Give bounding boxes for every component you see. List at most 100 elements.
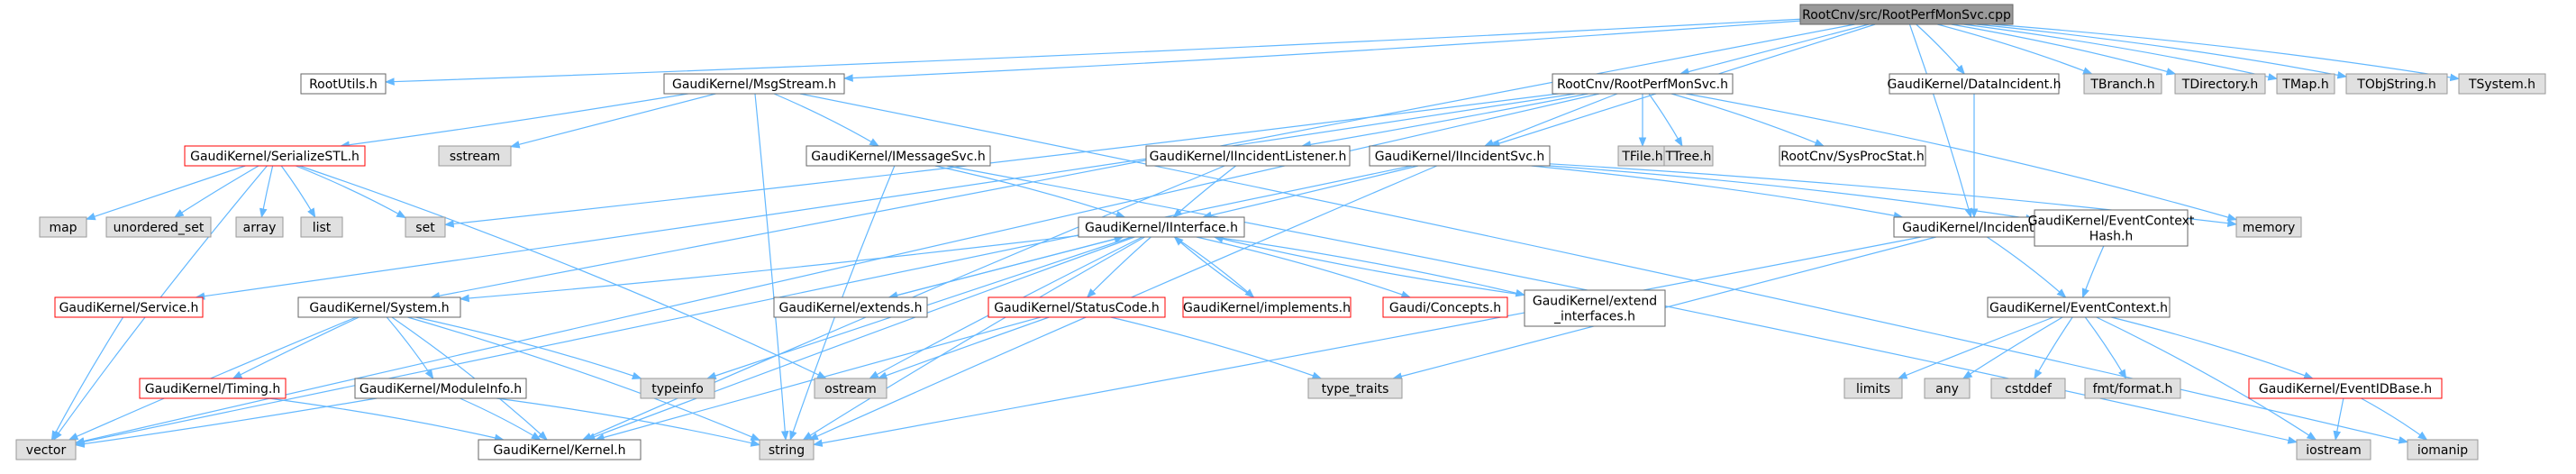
node-type_traits-label: type_traits bbox=[1322, 382, 1389, 397]
node-msgstream[interactable]: GaudiKernel/MsgStream.h bbox=[663, 73, 845, 95]
edge-statuscode-to-kernel bbox=[594, 316, 1042, 442]
node-iinterface[interactable]: GaudiKernel/IInterface.h bbox=[1078, 216, 1245, 238]
node-iostream-box bbox=[2296, 439, 2371, 460]
node-typeinfo-box bbox=[640, 378, 715, 399]
edge-perfmon-to-sysprocstat bbox=[1670, 93, 1825, 147]
node-unordered_set: unordered_set bbox=[105, 216, 212, 238]
node-tbranch: TBranch.h bbox=[2083, 73, 2162, 95]
edge-serializestl-to-unordered_set bbox=[174, 165, 259, 218]
edge-moduleinfo-to-string bbox=[496, 397, 761, 447]
node-tobjstring: TObjString.h bbox=[2345, 73, 2448, 95]
node-perfmon[interactable]: RootCnv/RootPerfMonSvc.h bbox=[1552, 73, 1734, 95]
edge-ectxhash-to-eventcontext bbox=[2081, 245, 2105, 299]
node-type_traits-box bbox=[1307, 378, 1403, 399]
edge-extends-to-iinterface bbox=[888, 235, 1124, 298]
edge-perfmon-to-ttree bbox=[1648, 93, 1683, 147]
node-map-label: map bbox=[49, 221, 77, 235]
node-eventidbase[interactable]: GaudiKernel/EventIDBase.h bbox=[2248, 378, 2443, 399]
node-perfmon-box bbox=[1552, 73, 1734, 95]
node-tobjstring-box bbox=[2345, 73, 2448, 95]
edge-iincidentsvc-to-incident bbox=[1531, 165, 1904, 220]
edge-root-to-rootutils bbox=[384, 18, 1801, 86]
node-imessagesvc[interactable]: GaudiKernel/IMessageSvc.h bbox=[806, 145, 991, 167]
edge-iincidentsvc-to-ectxhash bbox=[1549, 165, 2036, 223]
edge-iincidentlistener-to-iinterface bbox=[1172, 165, 1236, 218]
node-rootutils[interactable]: RootUtils.h bbox=[300, 73, 387, 95]
edge-eventcontext-to-fmtformat bbox=[2084, 316, 2127, 379]
node-extendifaces[interactable]: GaudiKernel/extend_interfaces.h bbox=[1524, 289, 1666, 327]
node-eventcontext-box bbox=[1987, 296, 2171, 318]
node-concepts[interactable]: Gaudi/Concepts.h bbox=[1382, 296, 1508, 318]
node-timing-label: GaudiKernel/Timing.h bbox=[145, 382, 280, 397]
node-timing[interactable]: GaudiKernel/Timing.h bbox=[139, 378, 287, 399]
node-string-box bbox=[759, 439, 815, 460]
node-tdirectory-label: TDirectory.h bbox=[2181, 77, 2258, 92]
node-rootutils-label: RootUtils.h bbox=[309, 77, 378, 92]
node-ttree-box bbox=[1663, 145, 1714, 167]
node-cstddef-label: cstddef bbox=[2005, 382, 2053, 397]
edge-eventidbase-to-iomanip bbox=[2361, 397, 2428, 441]
node-tsystem: TSystem.h bbox=[2458, 73, 2546, 95]
node-set: set bbox=[405, 216, 446, 238]
edge-root-to-tobjstring bbox=[1976, 23, 2348, 79]
node-array-label: array bbox=[243, 221, 277, 235]
edge-perfmon-to-memory bbox=[1685, 93, 2238, 222]
node-string-label: string bbox=[769, 443, 805, 458]
node-dataincident-label: GaudiKernel/DataIncident.h bbox=[1888, 77, 2062, 92]
edge-system-to-timing bbox=[232, 316, 360, 379]
node-sysprocstat[interactable]: RootCnv/SysProcStat.h bbox=[1779, 145, 1926, 167]
node-root-box bbox=[1799, 4, 2014, 25]
node-system[interactable]: GaudiKernel/System.h bbox=[297, 296, 461, 318]
node-serializestl[interactable]: GaudiKernel/SerializeSTL.h bbox=[184, 145, 366, 167]
node-eventcontext[interactable]: GaudiKernel/EventContext.h bbox=[1987, 296, 2171, 318]
edge-service-to-vector bbox=[50, 316, 124, 441]
node-iincidentsvc[interactable]: GaudiKernel/IIncidentSvc.h bbox=[1369, 145, 1551, 167]
edge-serializestl-to-array bbox=[259, 165, 274, 219]
edge-eventidbase-to-iostream bbox=[2333, 397, 2344, 442]
node-kernel[interactable]: GaudiKernel/Kernel.h bbox=[478, 439, 642, 460]
node-fmtformat: fmt/format.h bbox=[2084, 378, 2181, 399]
edge-statuscode-to-type_traits bbox=[1110, 316, 1323, 379]
node-map-box bbox=[39, 216, 87, 238]
node-service[interactable]: GaudiKernel/Service.h bbox=[54, 296, 204, 318]
edge-iinterface-to-implements bbox=[1174, 236, 1255, 298]
node-sysprocstat-box bbox=[1779, 145, 1926, 167]
edge-imessagesvc-to-iinterface bbox=[934, 165, 1126, 219]
node-tobjstring-label: TObjString.h bbox=[2356, 77, 2435, 92]
node-implements[interactable]: GaudiKernel/implements.h bbox=[1182, 296, 1352, 318]
node-vector-label: vector bbox=[26, 443, 67, 458]
node-moduleinfo[interactable]: GaudiKernel/ModuleInfo.h bbox=[354, 378, 527, 399]
edge-iinterface-to-extendifaces bbox=[1214, 236, 1526, 297]
node-eventidbase-label: GaudiKernel/EventIDBase.h bbox=[2259, 382, 2432, 397]
edge-perfmon-to-iincidentlistener bbox=[1301, 93, 1588, 149]
node-iincidentlistener[interactable]: GaudiKernel/IIncidentListener.h bbox=[1145, 145, 1351, 167]
node-extendifaces-label: _interfaces.h bbox=[1553, 310, 1635, 324]
node-extends[interactable]: GaudiKernel/extends.h bbox=[773, 296, 928, 318]
edge-serializestl-to-map bbox=[85, 165, 246, 221]
node-ttree: TTree.h bbox=[1663, 145, 1714, 167]
edge-root-to-msgstream bbox=[842, 20, 1801, 82]
node-set-label: set bbox=[415, 221, 435, 235]
node-ostream-box bbox=[814, 378, 887, 399]
node-msgstream-box bbox=[663, 73, 845, 95]
node-iinterface-box bbox=[1078, 216, 1245, 238]
node-cstddef: cstddef bbox=[1990, 378, 2066, 399]
node-any: any bbox=[1924, 378, 1971, 399]
node-ectxhash-label: GaudiKernel/EventContext bbox=[2028, 214, 2195, 229]
node-serializestl-label: GaudiKernel/SerializeSTL.h bbox=[190, 150, 360, 164]
edge-iinterface-to-system bbox=[459, 234, 1079, 303]
node-ostream: ostream bbox=[814, 378, 887, 399]
node-iomanip: iomanip bbox=[2407, 439, 2479, 460]
node-tmap-label: TMap.h bbox=[2281, 77, 2328, 92]
node-incident[interactable]: GaudiKernel/Incident.h bbox=[1893, 216, 2055, 238]
node-statuscode[interactable]: GaudiKernel/StatusCode.h bbox=[988, 296, 1166, 318]
node-dataincident-box bbox=[1889, 73, 2060, 95]
node-dataincident[interactable]: GaudiKernel/DataIncident.h bbox=[1888, 73, 2062, 95]
node-eventcontext-label: GaudiKernel/EventContext.h bbox=[1989, 301, 2168, 315]
node-root[interactable]: RootCnv/src/RootPerfMonSvc.cpp bbox=[1799, 4, 2014, 25]
node-ectxhash-box bbox=[2034, 209, 2189, 247]
node-sysprocstat-label: RootCnv/SysProcStat.h bbox=[1780, 150, 1925, 164]
node-moduleinfo-box bbox=[354, 378, 527, 399]
